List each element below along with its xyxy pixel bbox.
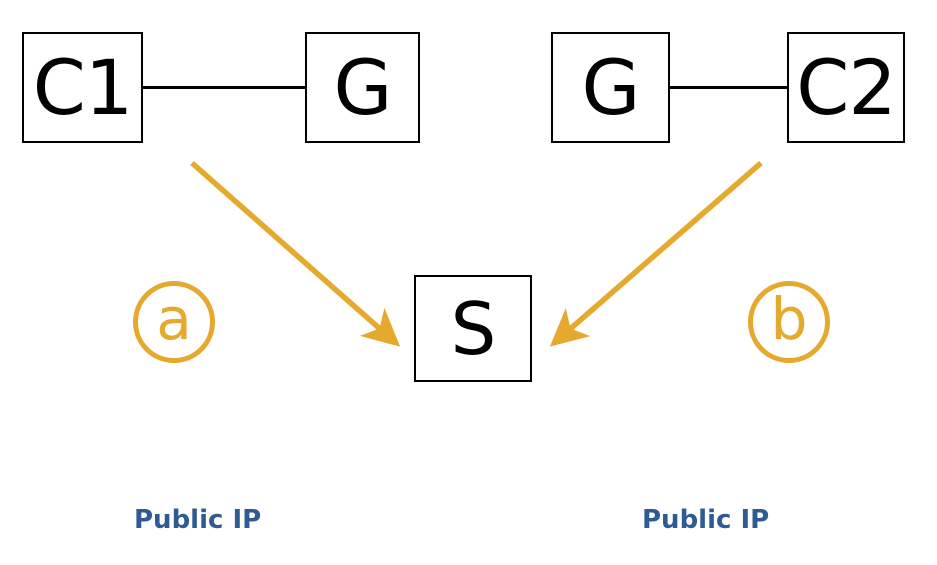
- marker-label-b: b: [770, 285, 808, 353]
- caption-right-line-1: Public IP: [642, 505, 770, 535]
- node-box-gateway-right[interactable]: G: [551, 32, 670, 143]
- caption-right: Public IP Public Port: [642, 440, 803, 565]
- node-box-gateway-left[interactable]: G: [305, 32, 420, 143]
- marker-circle-a: a: [133, 281, 215, 363]
- arrow-b-line: [549, 160, 763, 347]
- node-box-c1[interactable]: C1: [22, 32, 143, 143]
- caption-left-line-1: Public IP: [134, 505, 262, 535]
- marker-circle-b: b: [748, 281, 830, 363]
- connector-g2-to-c2: [670, 86, 788, 89]
- node-box-server[interactable]: S: [414, 275, 532, 382]
- node-box-c2[interactable]: C2: [787, 32, 905, 143]
- caption-left: Public IP Public Port: [134, 440, 295, 565]
- connector-c1-to-g1: [143, 86, 306, 89]
- marker-label-a: a: [156, 285, 192, 353]
- arrow-a-line: [190, 160, 401, 347]
